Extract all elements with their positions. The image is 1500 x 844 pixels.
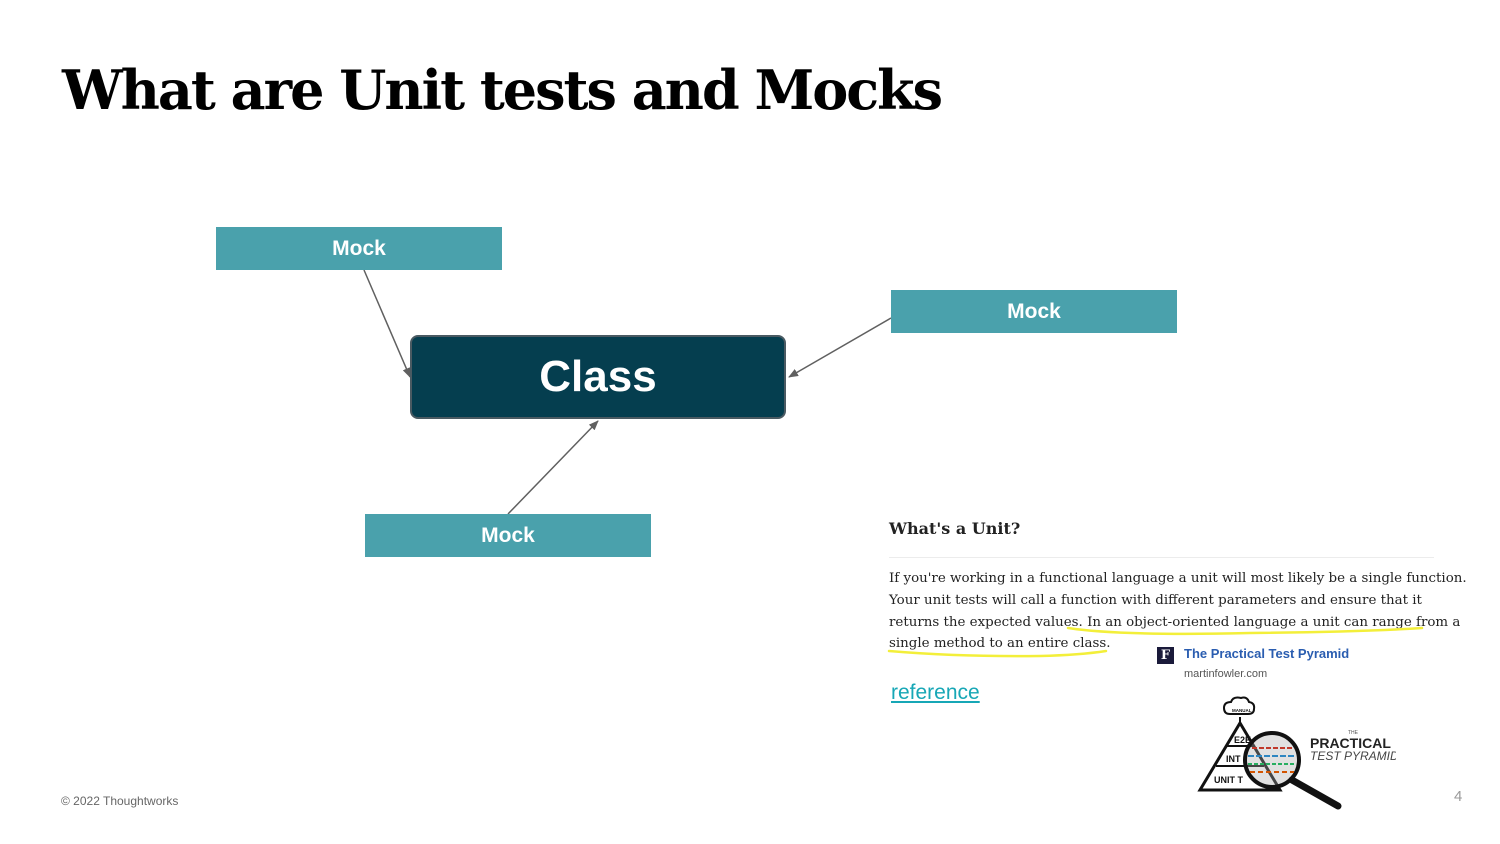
- slide-title: What are Unit tests and Mocks: [62, 58, 943, 122]
- logo-test-pyramid: TEST PYRAMID: [1310, 749, 1396, 763]
- mock-box-right: Mock: [891, 290, 1177, 333]
- practical-test-pyramid-logo: MANUAL E2E INT UNIT T THE PRACTICAL TEST…: [1197, 696, 1396, 810]
- page-number: 4: [1454, 788, 1463, 805]
- unit-definition-excerpt: What's a Unit? If you're working in a fu…: [889, 519, 1467, 651]
- reference-link[interactable]: reference: [891, 681, 980, 704]
- source-card[interactable]: F The Practical Test Pyramid martinfowle…: [1157, 645, 1349, 680]
- source-domain: martinfowler.com: [1184, 668, 1268, 680]
- class-box: Class: [410, 335, 786, 419]
- arrow-top-mock-to-class: [363, 269, 411, 378]
- excerpt-heading: What's a Unit?: [889, 519, 1021, 538]
- copyright-footer: © 2022 Thoughtworks: [61, 794, 179, 808]
- magnifier-icon: [1243, 731, 1301, 789]
- excerpt-line-1: If you're working in a functional langua…: [889, 571, 1467, 586]
- highlighted-text-2: single method to an entire class.: [889, 636, 1111, 652]
- mock-box-bottom: Mock: [365, 514, 651, 557]
- excerpt-body: If you're working in a functional langua…: [889, 568, 1467, 655]
- excerpt-line-3-start: returns the expected values.: [889, 614, 1083, 630]
- excerpt-line-3: returns the expected values. In an objec…: [889, 612, 1460, 634]
- logo-practical: PRACTICAL: [1310, 735, 1391, 751]
- martinfowler-logo-icon: F: [1157, 647, 1174, 664]
- pyramid-tier-manual: MANUAL: [1232, 708, 1252, 713]
- logo-the: THE: [1348, 730, 1359, 736]
- excerpt-divider: [889, 557, 1434, 558]
- pyramid-tier-e2e: E2E: [1234, 735, 1251, 745]
- excerpt-line-4: single method to an entire class.: [889, 633, 1444, 655]
- highlighted-text-1: In an object-oriented language a unit ca…: [1087, 614, 1461, 630]
- source-title[interactable]: The Practical Test Pyramid: [1184, 646, 1350, 661]
- excerpt-line-2: Your unit tests will call a function wit…: [889, 592, 1422, 608]
- arrow-bottom-mock-to-class: [507, 420, 599, 515]
- arrow-right-mock-to-class: [788, 317, 892, 378]
- pyramid-tier-unit: UNIT T: [1214, 775, 1243, 785]
- mock-box-top: Mock: [216, 227, 502, 270]
- pyramid-tier-int: INT: [1226, 754, 1241, 764]
